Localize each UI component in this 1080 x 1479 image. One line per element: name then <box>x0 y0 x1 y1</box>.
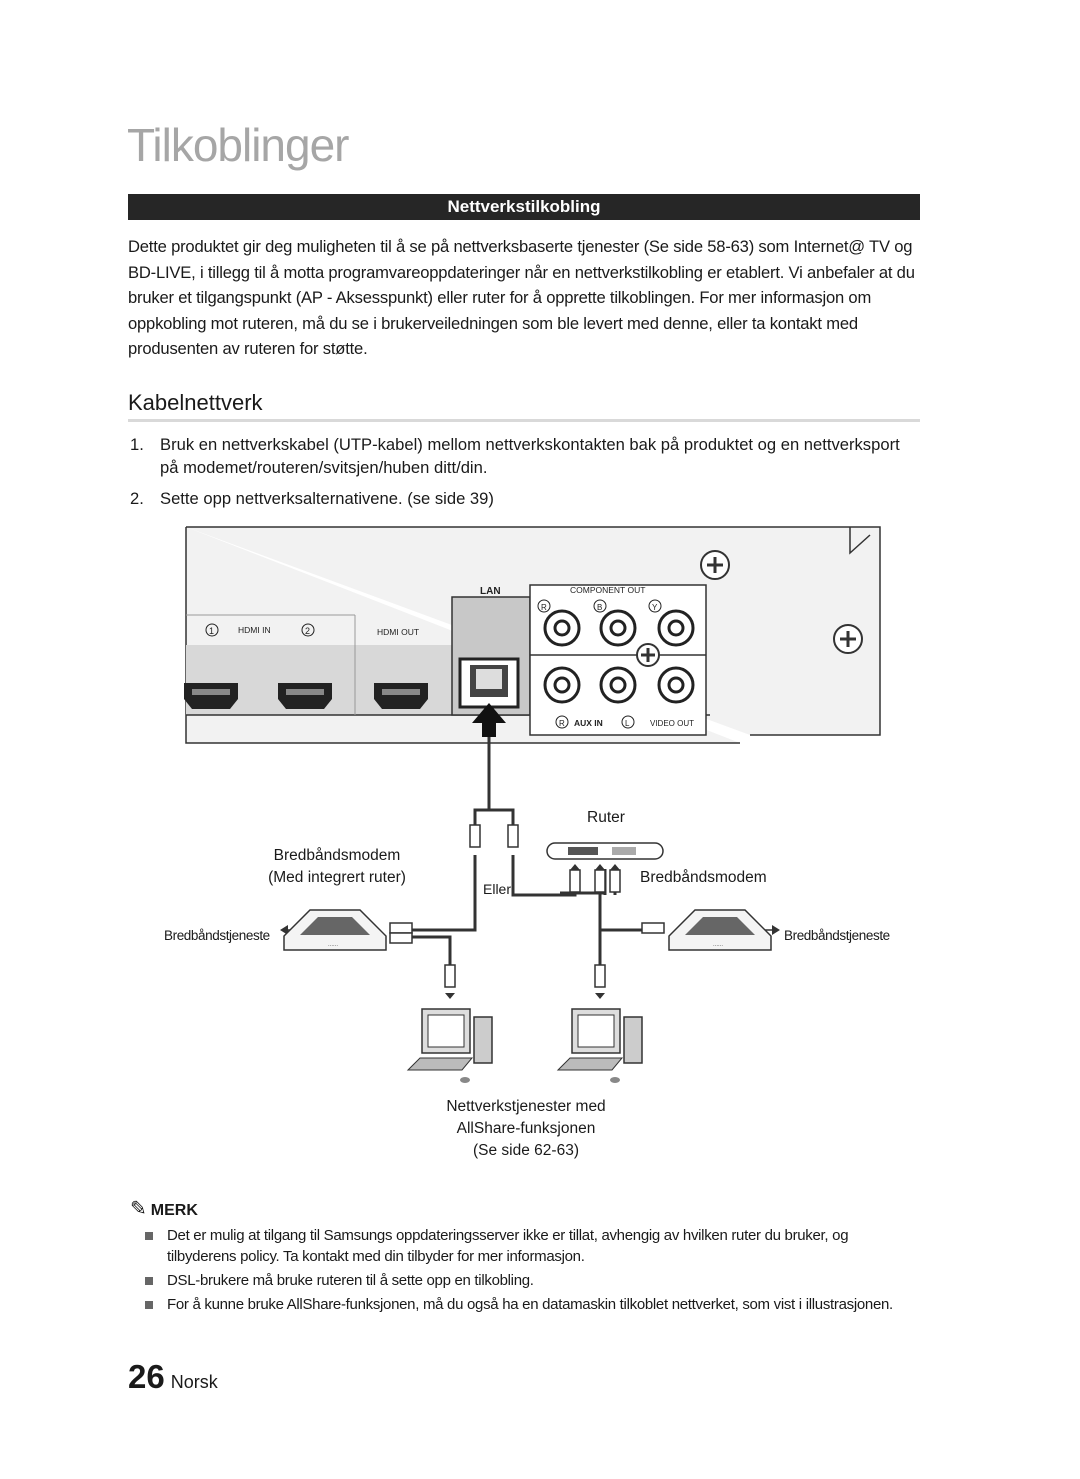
steps-list: 1. Bruk en nettverkskabel (UTP-kabel) me… <box>128 433 920 518</box>
router-icon <box>546 842 664 860</box>
component-out-label: COMPONENT OUT <box>570 585 645 595</box>
allshare-label: AllShare-funksjonen <box>456 1120 596 1137</box>
note-item: DSL-brukere må bruke ruteren til å sette… <box>145 1270 915 1291</box>
computer-icon <box>556 1008 643 1083</box>
hdmi-in-label: HDMI IN <box>238 625 271 635</box>
svg-text:∙∙∙∙∙∙: ∙∙∙∙∙∙ <box>713 943 723 949</box>
lan-label: LAN <box>480 586 501 597</box>
page-number: 26 <box>128 1358 165 1395</box>
bullet-square-icon <box>145 1232 153 1240</box>
component-pb-label: B <box>597 603 602 612</box>
lan-port-icon <box>458 657 520 709</box>
connection-diagram: LAN COMPONENT OUT HDMI IN HDMI OUT AUX I… <box>150 525 910 1165</box>
step-number: 1. <box>130 435 144 454</box>
hdmi-port-icon <box>184 683 238 709</box>
aux-l-label: L <box>625 719 630 728</box>
hdmi-in-1-label: 1 <box>209 626 214 636</box>
modem-icon: ∙∙∙∙∙∙ <box>668 909 772 951</box>
step-text: Bruk en nettverkskabel (UTP-kabel) mello… <box>160 435 900 477</box>
aux-r-label: R <box>559 719 565 728</box>
note-heading: ✎MERK <box>130 1196 198 1221</box>
component-y-label: Y <box>652 603 658 612</box>
bullet-square-icon <box>145 1277 153 1285</box>
hdmi-port-icon <box>374 683 428 709</box>
language-label: Norsk <box>170 1372 218 1392</box>
broadband-service-right-label: Bredbåndstjeneste <box>784 928 890 943</box>
step-item: 1. Bruk en nettverkskabel (UTP-kabel) me… <box>128 433 920 479</box>
computer-icon <box>406 1008 493 1083</box>
rear-panel <box>185 526 881 744</box>
or-label: Eller <box>483 881 512 897</box>
broadband-service-left-label: Bredbåndstjeneste <box>164 928 270 943</box>
integrated-modem-label: Bredbåndsmodem <box>273 847 401 864</box>
note-item: For å kunne bruke AllShare-funksjonen, m… <box>145 1294 915 1315</box>
note-text: For å kunne bruke AllShare-funksjonen, m… <box>167 1296 893 1313</box>
aux-in-label: AUX IN <box>574 718 603 728</box>
screw-icon <box>700 550 730 580</box>
page-title: Tilkoblinger <box>127 119 350 171</box>
video-out-label: VIDEO OUT <box>650 719 694 728</box>
step-item: 2. Sette opp nettverksalternativene. (se… <box>128 487 920 510</box>
component-pr-label: R <box>541 603 547 612</box>
router-label: Ruter <box>587 809 625 826</box>
up-arrow-icon <box>472 703 506 737</box>
pencil-icon: ✎ <box>130 1198 147 1220</box>
bullet-square-icon <box>145 1301 153 1309</box>
screw-icon <box>636 643 660 667</box>
see-page-label: (Se side 62-63) <box>473 1142 579 1159</box>
rj45-connector-icon <box>389 824 665 988</box>
note-item: Det er mulig at tilgang til Samsungs opp… <box>145 1225 915 1267</box>
integrated-modem-sublabel: (Med integrert ruter) <box>268 869 406 886</box>
section-header-bar: Nettverkstilkobling <box>128 194 920 220</box>
hdmi-out-label: HDMI OUT <box>377 627 419 637</box>
hdmi-port-icon <box>278 683 332 709</box>
step-text: Sette opp nettverksalternativene. (se si… <box>160 489 494 508</box>
network-services-label: Nettverkstjenester med <box>446 1098 606 1115</box>
modem-label: Bredbåndsmodem <box>640 869 767 886</box>
screw-icon <box>833 624 863 654</box>
subheading-kabelnettverk: Kabelnettverk <box>128 390 920 422</box>
arrow-icon <box>280 864 780 999</box>
svg-text:∙∙∙∙∙∙: ∙∙∙∙∙∙ <box>328 943 338 949</box>
note-heading-text: MERK <box>150 1202 198 1219</box>
note-text: DSL-brukere må bruke ruteren til å sette… <box>167 1272 534 1289</box>
step-number: 2. <box>130 489 144 508</box>
intro-paragraph: Dette produktet gir deg muligheten til å… <box>128 237 915 358</box>
modem-icon: ∙∙∙∙∙∙ <box>283 909 387 951</box>
diagram-drawing: LAN COMPONENT OUT HDMI IN HDMI OUT AUX I… <box>184 526 881 1083</box>
note-text: Det er mulig at tilgang til Samsungs opp… <box>167 1227 849 1265</box>
rca-jack-icon <box>543 609 695 704</box>
hdmi-in-2-label: 2 <box>305 626 310 636</box>
notes-list: Det er mulig at tilgang til Samsungs opp… <box>145 1225 915 1318</box>
